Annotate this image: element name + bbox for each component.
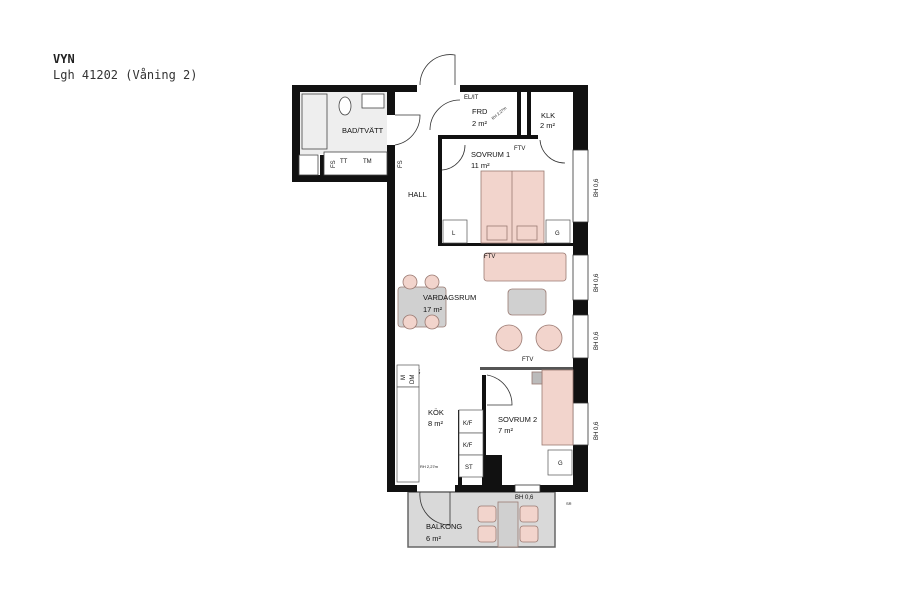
room-name-klk: KLK [541, 111, 555, 120]
room-name-living: VARDAGSRUM [423, 293, 476, 302]
apartment-subtitle: Lgh 41202 (Våning 2) [53, 68, 198, 82]
project-title: VYN [53, 52, 75, 66]
label-ceiling-height-kitchen: RH 2,27m [420, 464, 439, 469]
room-name-balcony: BALKONG [426, 522, 462, 531]
windows [514, 149, 589, 493]
room-area-bed2: 7 m² [498, 426, 514, 435]
label-bh-4: BH 0,6 [594, 421, 600, 440]
label-kf-1: K/F [463, 421, 473, 427]
room-area-bed1: 11 m² [471, 161, 490, 170]
living-furniture [397, 252, 574, 548]
label-m: M [401, 375, 407, 380]
room-area-living: 17 m² [423, 305, 443, 314]
label-g-1: G [555, 231, 560, 237]
room-name-frd: FRD [472, 107, 488, 116]
label-bh-1: BH 0,6 [594, 178, 600, 197]
label-ftv-2: FTV [484, 254, 495, 260]
label-bh-5: BH 0,6 [515, 495, 534, 501]
room-area-balcony: 6 m² [426, 534, 442, 543]
label-l: L [452, 231, 456, 237]
room-name-bed1: SOVRUM 1 [471, 150, 510, 159]
label-bh-3: BH 0,6 [594, 331, 600, 350]
label-fs-2: FS [398, 160, 404, 168]
label-tm: TM [363, 159, 372, 165]
label-dm: DM [410, 375, 416, 384]
double-bed [480, 170, 545, 244]
walls [292, 85, 588, 492]
door-swings [394, 54, 566, 526]
label-ftv-3: FTV [522, 357, 533, 363]
label-ceiling-height-frd: RH 2,27m [490, 105, 508, 121]
label-elit: EL/IT [464, 95, 479, 101]
wardrobes [396, 219, 573, 483]
label-ftv-1: FTV [514, 146, 525, 152]
label-tt: TT [340, 159, 348, 165]
room-area-frd: 2 m² [472, 119, 488, 128]
label-sr: SR [566, 501, 572, 506]
label-bh-2: BH 0,6 [594, 273, 600, 292]
label-fs-1: FS [331, 160, 337, 168]
room-area-klk: 2 m² [540, 121, 556, 130]
label-g-2: G [558, 461, 563, 467]
room-name-kitchen: KÖK [428, 408, 444, 417]
label-st: ST [465, 465, 473, 471]
room-area-kitchen: 8 m² [428, 419, 444, 428]
bath-fixtures [298, 93, 388, 176]
room-name-hall: HALL [408, 190, 427, 199]
label-kf-2: K/F [463, 443, 473, 449]
room-name-bed2: SOVRUM 2 [498, 415, 537, 424]
room-name-bath: BAD/TVÄTT [342, 126, 384, 135]
